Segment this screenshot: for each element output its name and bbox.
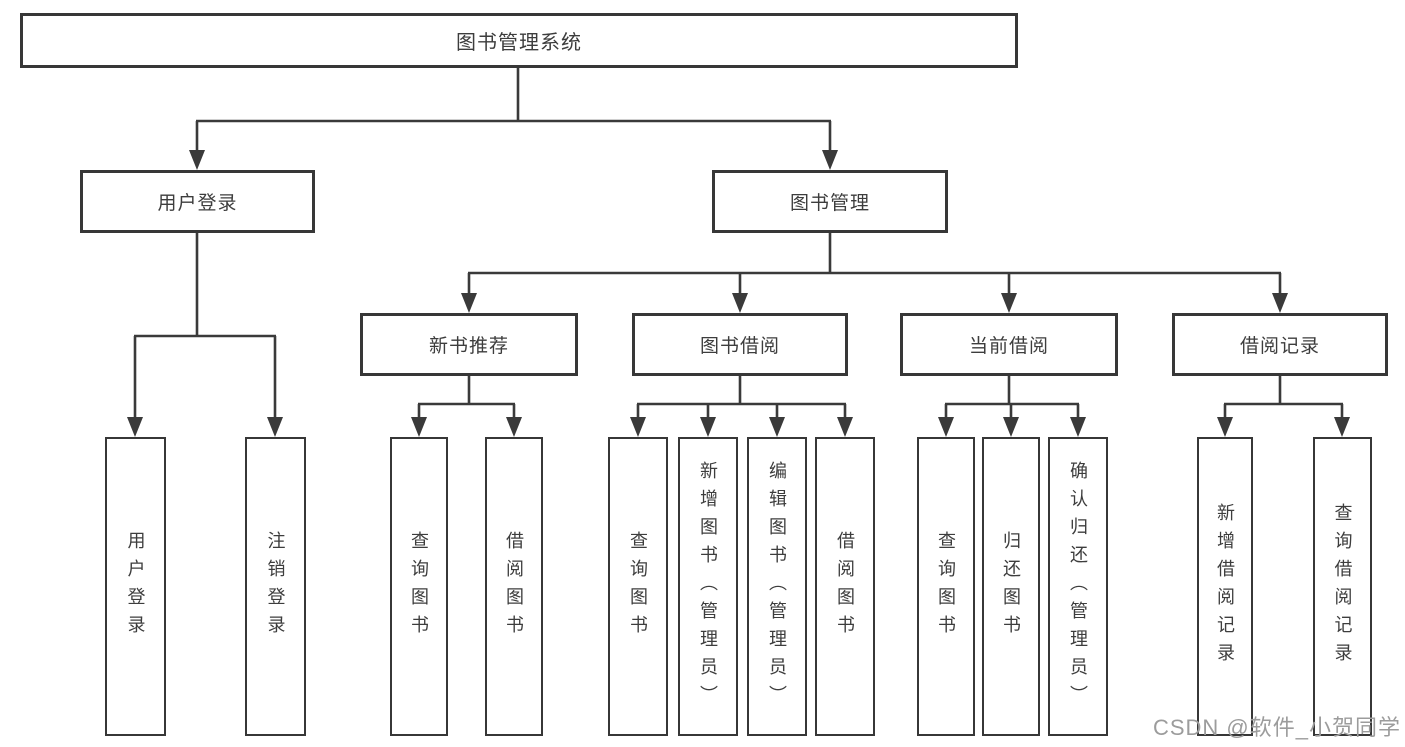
node-book-borrow: 图书借阅	[632, 313, 848, 376]
node-new-book-recommend: 新书推荐	[360, 313, 578, 376]
node-leaf-edit-book-admin: 编辑图书（管理员）	[747, 437, 807, 736]
connector-new-book-to-leaves	[411, 376, 522, 437]
node-leaf-query-books-current: 查询图书	[917, 437, 975, 736]
node-user-login: 用户登录	[80, 170, 315, 233]
node-leaf-add-book-admin: 新增图书（管理员）	[678, 437, 738, 736]
node-leaf-query-borrow-record: 查询借阅记录	[1313, 437, 1372, 736]
node-leaf-borrow-books-newbook: 借阅图书	[485, 437, 543, 736]
node-leaf-logout: 注销登录	[245, 437, 306, 736]
node-leaf-query-books-newbook: 查询图书	[390, 437, 448, 736]
connector-borrow-record-to-leaves	[1217, 376, 1350, 437]
connector-current-borrow-to-leaves	[938, 376, 1086, 437]
node-leaf-query-books-borrow: 查询图书	[608, 437, 668, 736]
node-leaf-return-book: 归还图书	[982, 437, 1040, 736]
node-leaf-user-login: 用户登录	[105, 437, 166, 736]
node-current-borrow: 当前借阅	[900, 313, 1118, 376]
csdn-watermark: CSDN @软件_小贺同学	[1152, 715, 1401, 740]
connector-book-borrow-to-leaves	[630, 376, 853, 437]
node-book-management: 图书管理	[712, 170, 948, 233]
node-leaf-confirm-return-admin: 确认归还（管理员）	[1048, 437, 1108, 736]
node-borrow-record: 借阅记录	[1172, 313, 1388, 376]
connector-user-login-to-leaves	[127, 233, 283, 437]
node-root-system: 图书管理系统	[20, 13, 1018, 68]
node-leaf-add-borrow-record: 新增借阅记录	[1197, 437, 1253, 736]
connector-root-to-level2	[189, 68, 838, 170]
node-leaf-borrow-books: 借阅图书	[815, 437, 875, 736]
connector-book-mgmt-to-level3	[461, 233, 1288, 313]
